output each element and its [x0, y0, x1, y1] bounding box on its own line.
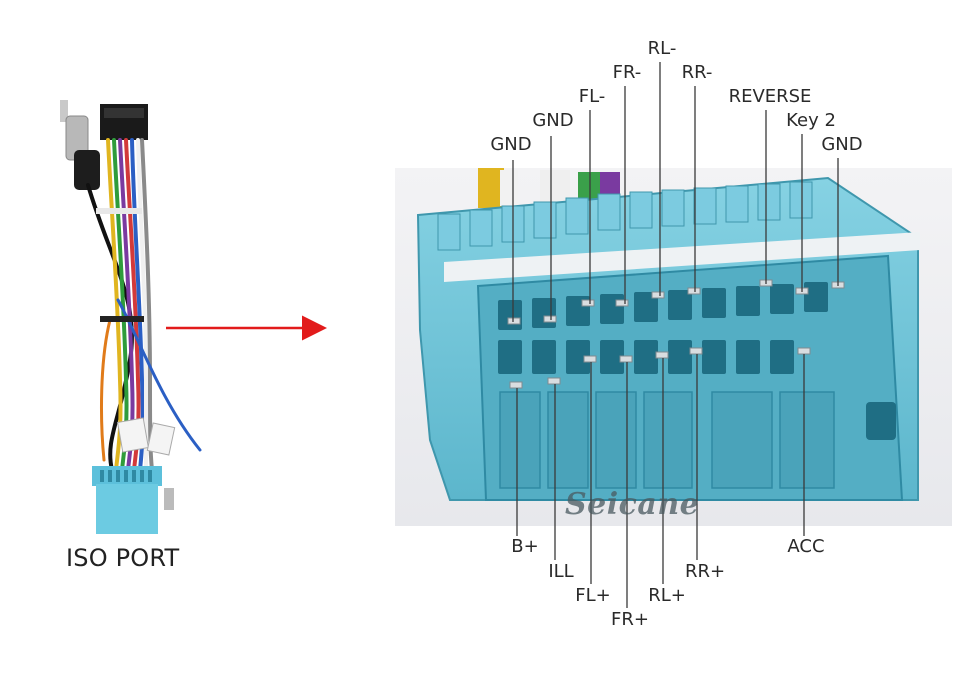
pin-label-rr-plus: RR+: [684, 561, 726, 582]
label-tag: [117, 417, 149, 453]
pin-label-key2: Key 2: [786, 110, 836, 131]
pin-label-gnd-3: GND: [821, 134, 863, 155]
iso-port-label: ISO PORT: [66, 544, 180, 572]
pin-label-fr-minus: FR-: [612, 62, 642, 83]
pin-label-gnd-1: GND: [490, 134, 532, 155]
pin-label-rl-plus: RL+: [648, 585, 686, 606]
brand-watermark: Seicane: [565, 487, 700, 522]
pin-label-acc: ACC: [787, 536, 825, 557]
top-black-connector: [100, 104, 148, 140]
pin-label-fl-plus: FL+: [575, 585, 611, 606]
iso-connector-small: [92, 466, 174, 534]
pin-label-rl-minus: RL-: [647, 38, 677, 59]
pin-label-fr-plus: FR+: [611, 609, 649, 630]
pin-label-gnd-2: GND: [532, 110, 574, 131]
pin-label-reverse: REVERSE: [728, 86, 812, 107]
pin-label-ill: ILL: [548, 561, 574, 582]
connector-photo: [395, 168, 952, 526]
zip-tie: [96, 208, 142, 214]
bottom-leader-lines: [516, 354, 805, 608]
label-tag: [146, 422, 176, 456]
pin-label-rr-minus: RR-: [681, 62, 713, 83]
wire-harness-illustration: [60, 100, 202, 534]
zip-tie: [100, 316, 144, 322]
pin-label-b-plus: B+: [511, 536, 539, 557]
antenna-plug: [60, 100, 100, 190]
pin-label-fl-minus: FL-: [578, 86, 606, 107]
top-leader-lines: [512, 62, 839, 322]
